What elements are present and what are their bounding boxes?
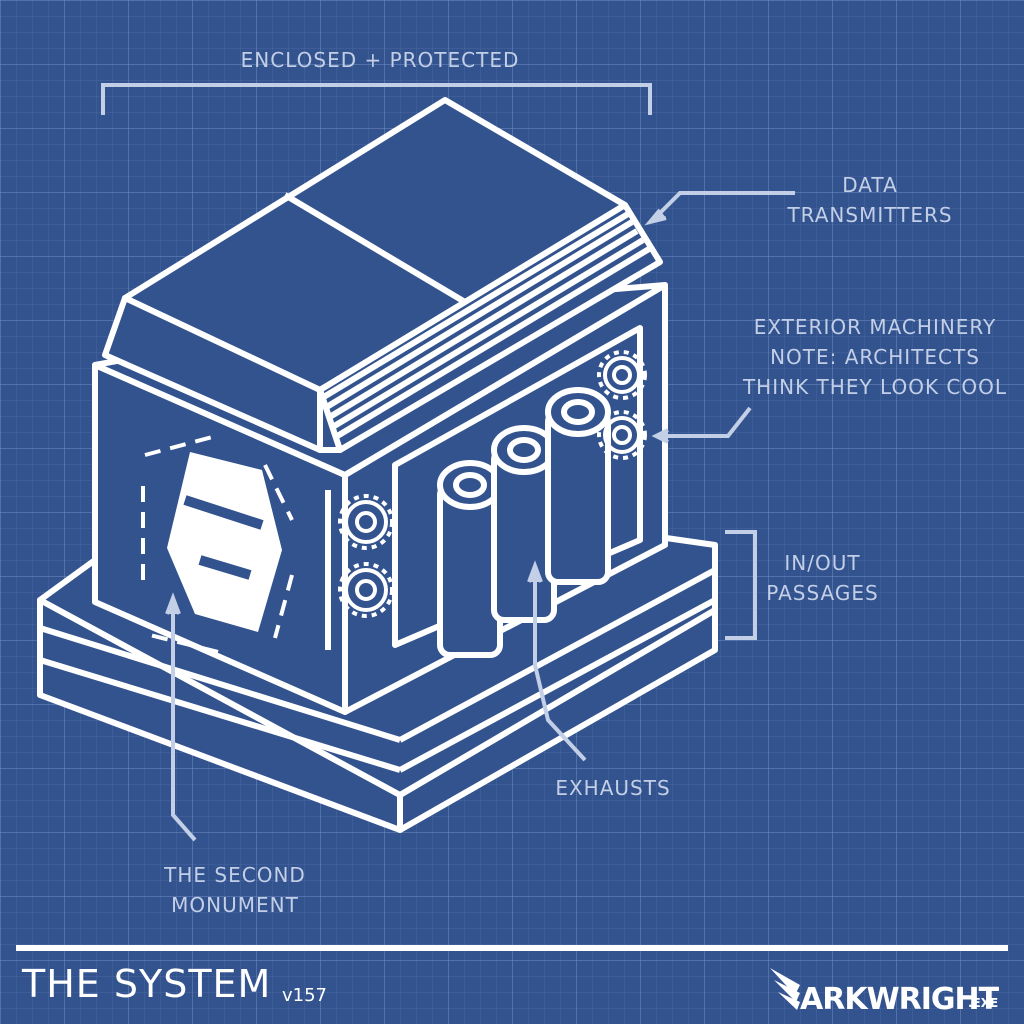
second-monument bbox=[141, 433, 294, 654]
footer-divider bbox=[16, 945, 1008, 951]
label-line: TRANSMITTERS bbox=[787, 203, 953, 227]
label-data-transmitters: DATA TRANSMITTERS bbox=[770, 170, 970, 230]
label-line: EXTERIOR MACHINERY bbox=[753, 315, 997, 339]
label-line: NOTE: ARCHITECTS bbox=[770, 345, 980, 369]
version-label: v157 bbox=[282, 985, 328, 1006]
gear-icon bbox=[338, 350, 647, 618]
label-line: THINK THEY LOOK COOL bbox=[742, 375, 1008, 399]
brand-extension: .EXE bbox=[968, 996, 999, 1010]
label-line: PASSAGES bbox=[766, 581, 879, 605]
label-exhausts: EXHAUSTS bbox=[555, 776, 671, 800]
data-transmitters bbox=[317, 202, 663, 453]
label-line: THE SECOND bbox=[164, 863, 306, 887]
brand-name: ARKWRIGHT bbox=[800, 982, 999, 1017]
winged-logo-icon bbox=[770, 968, 800, 1010]
label-second-monument: THE SECOND MONUMENT bbox=[150, 860, 320, 920]
label-in-out-passages: IN/OUT PASSAGES bbox=[760, 548, 885, 608]
page-title: THE SYSTEM bbox=[22, 962, 272, 1006]
label-line: DATA bbox=[842, 173, 898, 197]
label-line: IN/OUT bbox=[784, 551, 861, 575]
annotation-lines bbox=[101, 83, 795, 842]
label-enclosed: ENCLOSED + PROTECTED bbox=[240, 48, 520, 72]
label-exterior-machinery: EXTERIOR MACHINERY NOTE: ARCHITECTS THIN… bbox=[740, 312, 1010, 402]
label-line: MONUMENT bbox=[171, 893, 299, 917]
